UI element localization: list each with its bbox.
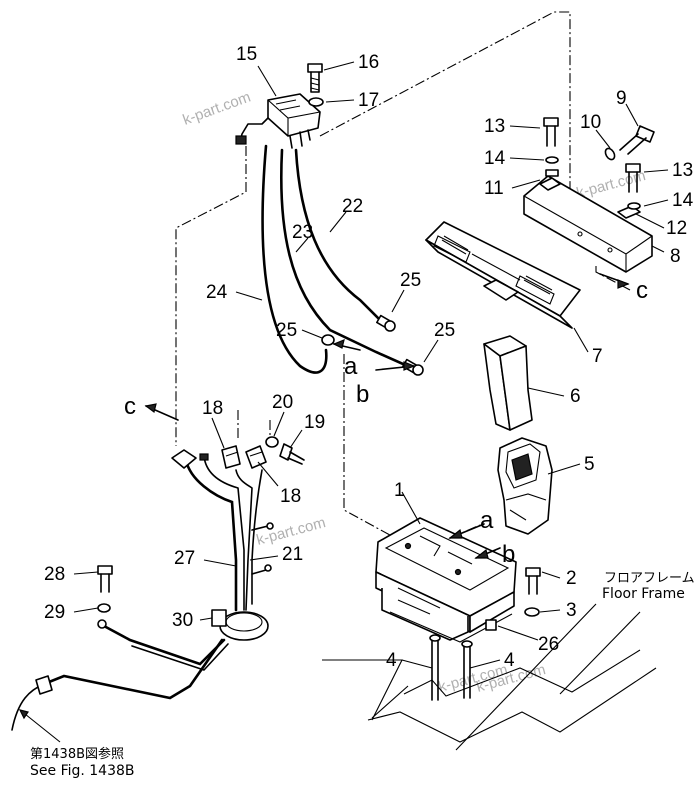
label-18-bottom: 18 — [280, 486, 301, 507]
label-13-right: 13 — [672, 160, 693, 181]
label-b-top: b — [356, 381, 369, 408]
ground-cable — [11, 619, 229, 731]
watermark: k-part.com — [437, 661, 510, 696]
floor-frame-jp: フロアフレーム — [604, 571, 695, 586]
see-fig-en: See Fig. 1438B — [30, 763, 135, 779]
label-10: 10 — [580, 112, 601, 133]
part-6-duct — [483, 335, 533, 431]
label-24: 24 — [206, 282, 228, 303]
label-27: 27 — [174, 548, 195, 569]
part-3-washer — [524, 607, 540, 617]
label-20: 20 — [272, 392, 293, 413]
label-23: 23 — [292, 222, 313, 243]
label-19: 19 — [304, 412, 325, 433]
notes: フロアフレーム Floor Frame 第1438B図参照 See Fig. 1… — [30, 571, 695, 779]
label-29: 29 — [44, 602, 65, 623]
label-26: 26 — [538, 634, 559, 655]
label-25-right: 25 — [434, 320, 455, 341]
part-7-vent-duct — [425, 221, 581, 329]
label-4-left: 4 — [386, 650, 397, 671]
part-1-controller-unit — [375, 517, 517, 643]
part-8-bracket — [523, 175, 653, 273]
label-25-top: 25 — [400, 270, 421, 291]
label-11: 11 — [484, 178, 504, 199]
label-16: 16 — [358, 52, 379, 73]
label-c-left: c — [124, 393, 136, 420]
label-12: 12 — [666, 218, 687, 239]
label-21: 21 — [282, 544, 303, 565]
arrows — [18, 273, 630, 720]
label-15: 15 — [236, 44, 257, 65]
label-7: 7 — [592, 346, 603, 367]
part-2-bolt — [525, 567, 541, 595]
label-2: 2 — [566, 568, 577, 589]
part-15-switch-box — [235, 93, 321, 149]
part-13-bolts — [543, 117, 641, 193]
part-14-washer — [545, 156, 559, 164]
part-19-bolt — [279, 443, 305, 465]
part-5-duct — [497, 437, 553, 535]
part-29-washer — [97, 603, 111, 613]
label-b-bottom: b — [502, 541, 515, 568]
part-16-bolt — [307, 63, 323, 93]
part-labels: 15 16 17 22 23 24 25 25 25 13 14 11 10 9… — [44, 44, 694, 671]
part-18-relays — [221, 445, 267, 469]
label-30: 30 — [172, 610, 193, 631]
label-a-top: a — [344, 353, 358, 380]
label-8: 8 — [670, 246, 681, 267]
label-28: 28 — [44, 564, 65, 585]
part-10-washer — [604, 147, 616, 161]
label-22: 22 — [342, 196, 363, 217]
part-26-nut — [485, 619, 497, 631]
label-17: 17 — [358, 90, 379, 111]
label-1: 1 — [394, 480, 405, 501]
watermark: k-part.com — [181, 89, 253, 129]
part-17-washer — [308, 97, 324, 107]
label-a-bottom: a — [480, 507, 494, 534]
label-c-right: c — [636, 277, 648, 304]
label-6: 6 — [570, 386, 581, 407]
part-9-bolt — [619, 125, 655, 155]
label-25-left: 25 — [276, 320, 297, 341]
part-11-plate — [545, 169, 559, 177]
label-14-left: 14 — [484, 148, 506, 169]
label-14-right: 14 — [672, 190, 694, 211]
part-14-washer-right — [627, 202, 641, 210]
harness-21-27-30 — [171, 449, 274, 641]
label-3: 3 — [566, 600, 577, 621]
label-18-top: 18 — [202, 398, 223, 419]
label-9: 9 — [616, 88, 627, 109]
label-13-left: 13 — [484, 116, 505, 137]
floor-frame-en: Floor Frame — [602, 586, 685, 602]
part-20-washer — [265, 436, 279, 448]
see-fig-jp: 第1438B図参照 — [30, 746, 124, 762]
leader-lines — [19, 61, 669, 743]
part-28-bolt — [97, 565, 113, 593]
label-5: 5 — [584, 454, 595, 475]
label-4-right: 4 — [504, 650, 515, 671]
